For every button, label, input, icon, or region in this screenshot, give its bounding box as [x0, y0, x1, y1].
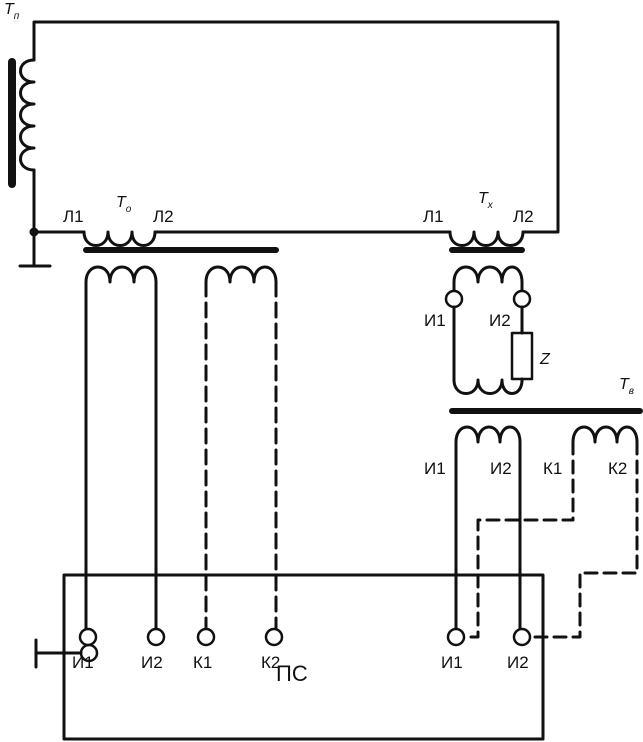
tv-secondary-winding-k	[571, 425, 639, 444]
tv-i2-label: И2	[490, 459, 512, 478]
tx-primary-winding	[448, 230, 525, 247]
tv-primary-winding	[452, 378, 524, 395]
tx-i1-label: И1	[424, 311, 446, 330]
ps-device-label: ПС	[276, 661, 308, 686]
ps-terminal-i1	[78, 627, 98, 647]
tv-label: Tв	[619, 376, 634, 397]
tx-l2-label: Л2	[513, 207, 534, 226]
tv-i1-label: И1	[424, 459, 446, 478]
to-secondary-winding-k	[204, 265, 278, 284]
ps-k2-label: К2	[261, 653, 280, 672]
tx-terminal-i1	[444, 289, 464, 309]
ps-i2-right-label: И2	[507, 653, 529, 672]
tx-terminal-i2	[512, 289, 532, 309]
tx-secondary-winding	[452, 265, 524, 284]
to-l2-label: Л2	[153, 207, 174, 226]
tx-label: Tх	[478, 190, 494, 211]
load-z-label: Z	[539, 351, 551, 368]
to-primary-winding	[82, 230, 157, 247]
tv-k2-label: К2	[608, 459, 627, 478]
tv-k1-label: К1	[543, 459, 562, 478]
ps-i1-right-label: И1	[441, 653, 463, 672]
load-z-resistor	[510, 331, 534, 381]
tx-i2-label: И2	[489, 311, 511, 330]
tv-wire-k1	[462, 440, 575, 639]
ps-device-box	[62, 573, 545, 741]
tv-wire-k2	[528, 440, 639, 639]
to-secondary-winding-i	[84, 265, 158, 284]
tp-winding	[19, 58, 36, 172]
ps-k1-label: К1	[193, 653, 212, 672]
tv-secondary-winding-i	[454, 425, 522, 444]
ps-terminal-k1	[196, 627, 216, 647]
ps-terminal-i1-right	[446, 627, 466, 647]
ps-i2-label: И2	[141, 653, 163, 672]
to-l1-label: Л1	[63, 207, 84, 226]
ps-i1-label: И1	[72, 653, 94, 672]
main-loop-wire	[32, 20, 560, 234]
tp-label: Tп	[4, 1, 20, 22]
ps-terminal-i2-right	[512, 627, 532, 647]
ps-terminal-i2	[146, 627, 166, 647]
tx-l1-label: Л1	[423, 207, 444, 226]
ps-terminal-k2	[264, 627, 284, 647]
to-label: Tо	[116, 194, 132, 215]
